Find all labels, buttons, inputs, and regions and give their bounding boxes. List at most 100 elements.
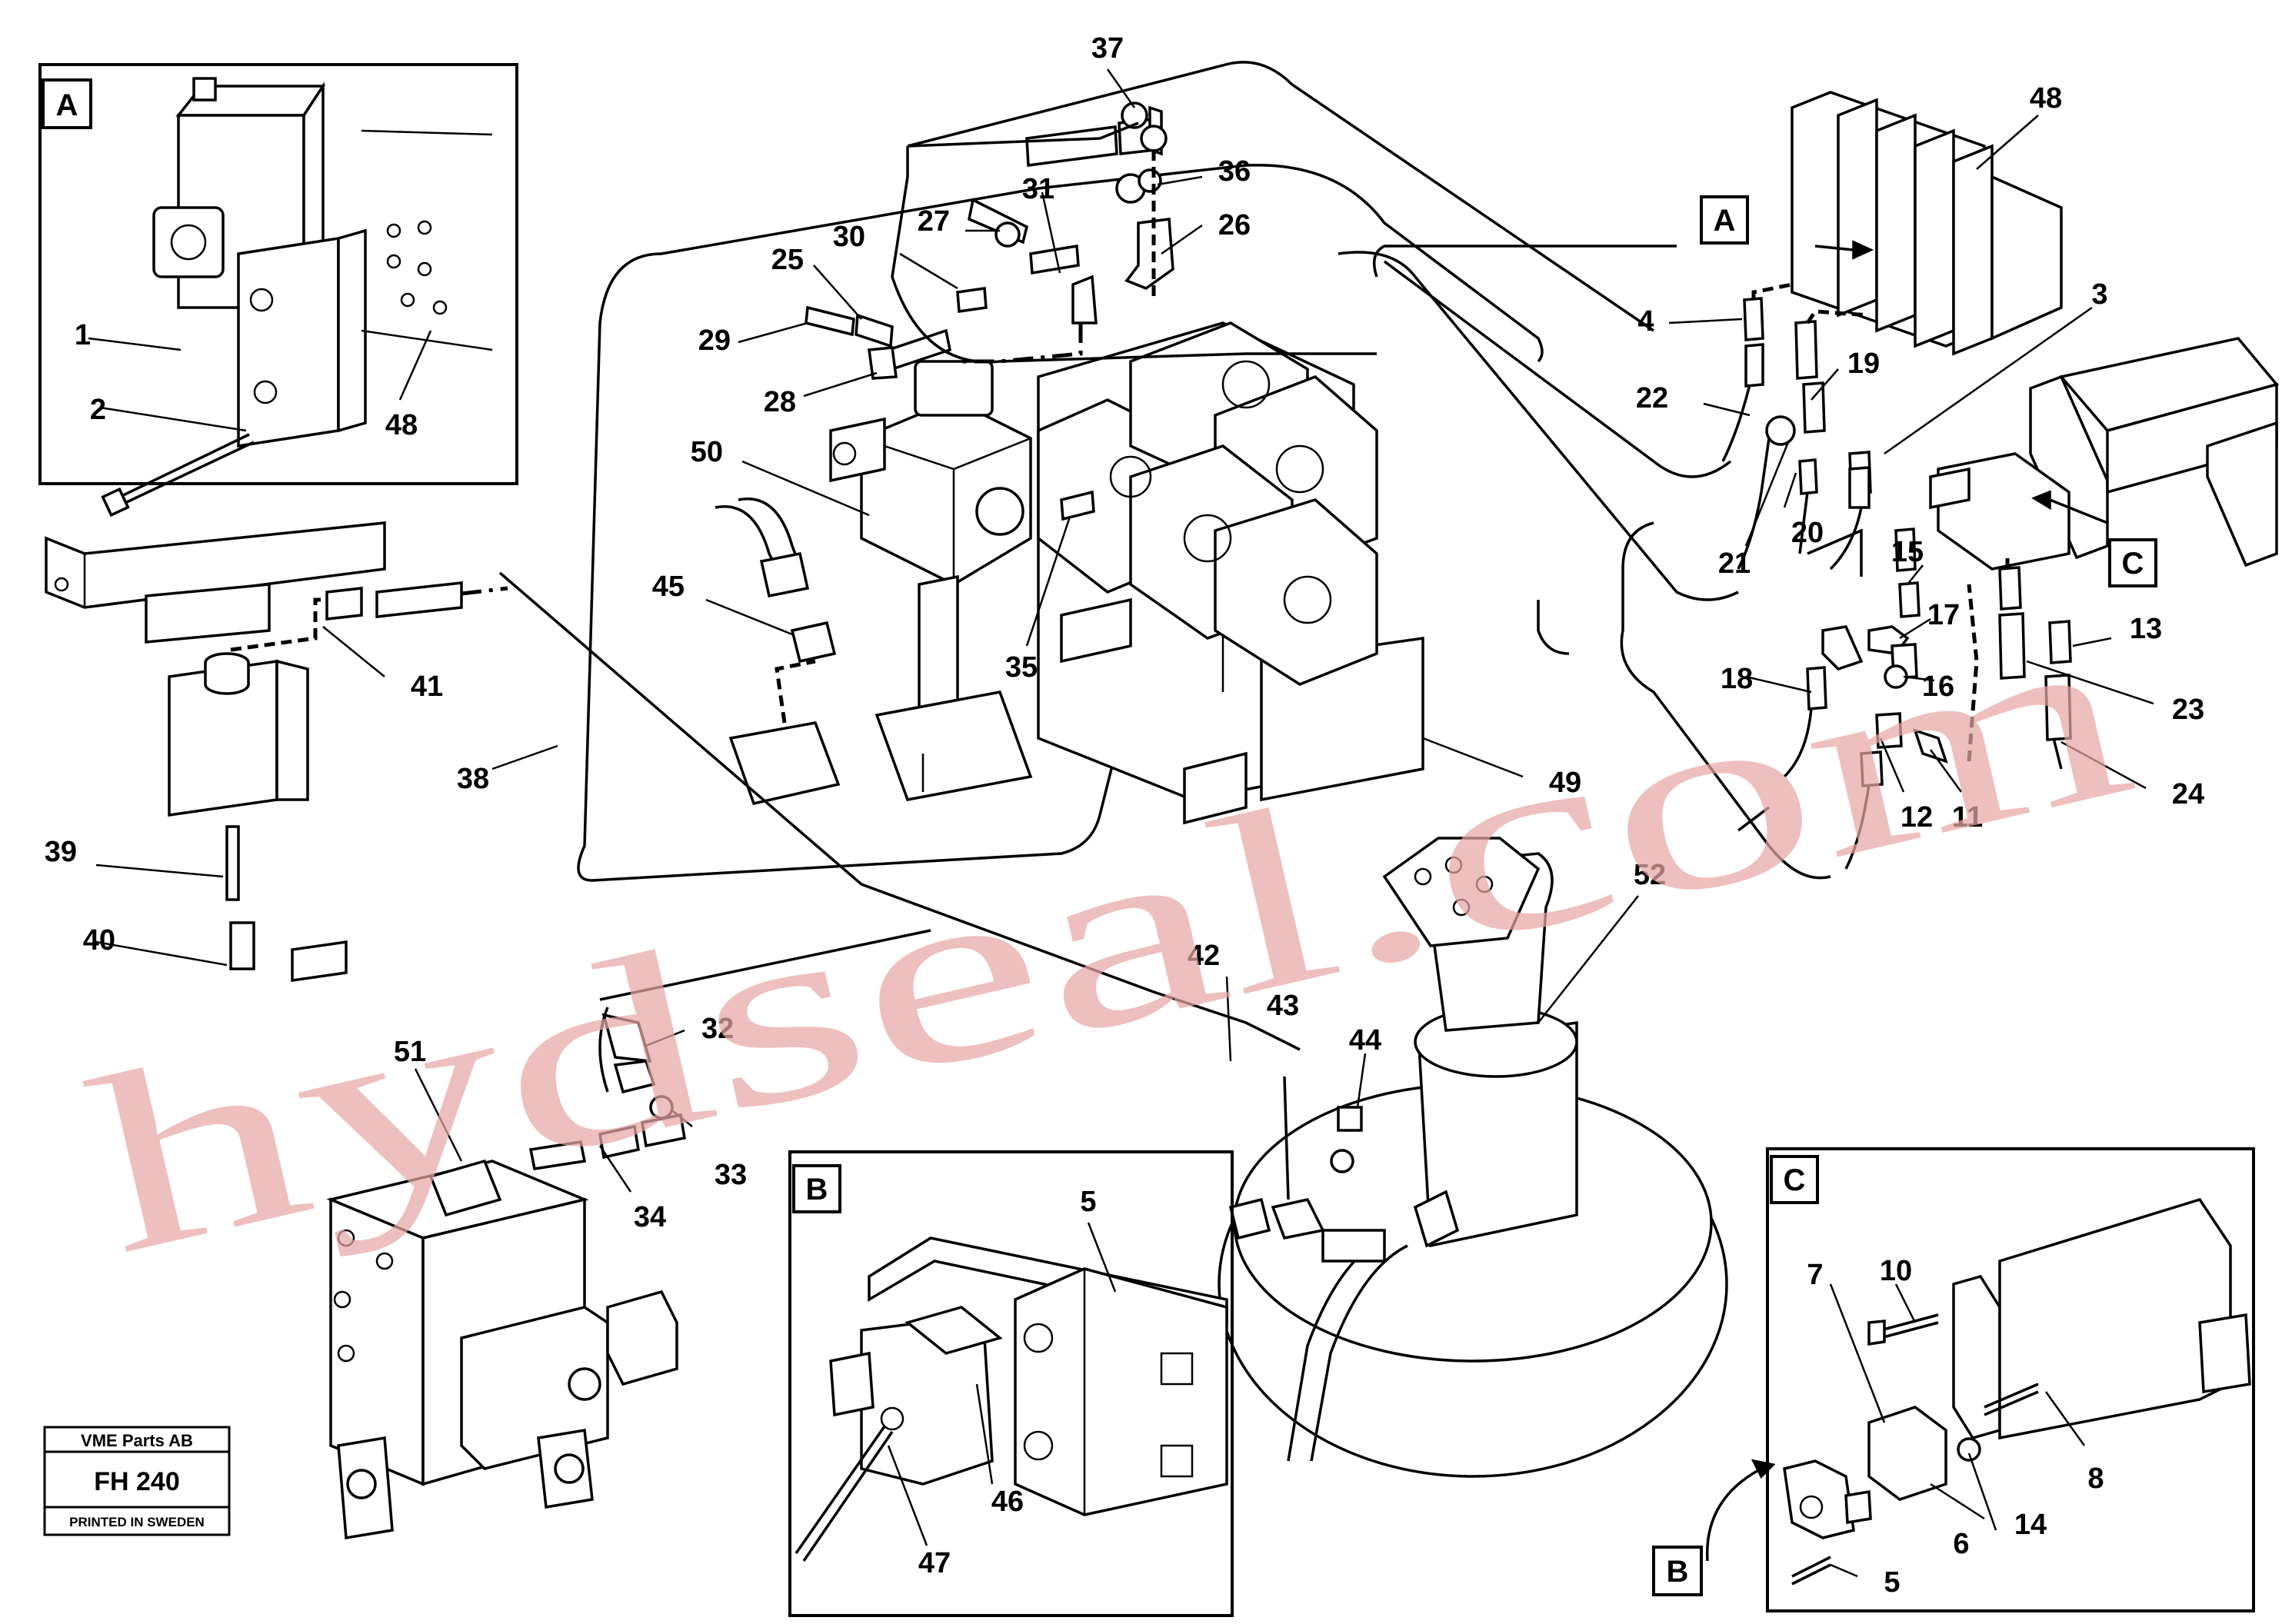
leader-50 (741, 460, 870, 517)
leader-1 (88, 337, 182, 351)
fittings-right-top (1668, 282, 2093, 571)
leader-40 (95, 940, 228, 967)
callout-c-box (2108, 538, 2157, 587)
title-block-company: VME Parts AB (81, 1431, 193, 1450)
label-35: 35 (1005, 651, 1038, 684)
leader-41 (322, 626, 385, 677)
label-5-detail-b: 5 (1080, 1186, 1096, 1218)
label-5-detail-c: 5 (1884, 1566, 1900, 1599)
label-24: 24 (2172, 778, 2204, 810)
label-32: 32 (701, 1013, 734, 1045)
label-20: 20 (1791, 517, 1824, 549)
fittings-cluster (738, 68, 1203, 521)
label-13: 13 (2130, 613, 2162, 645)
label-52: 52 (1634, 859, 1666, 891)
callout-b-box (1652, 1546, 1703, 1596)
callout-c-letter: C (2122, 547, 2144, 581)
label-51: 51 (394, 1036, 426, 1068)
leader-31 (1041, 191, 1061, 274)
label-42: 42 (1188, 940, 1220, 972)
leader-3 (1884, 306, 2093, 455)
callout-a-letter: A (1714, 204, 1736, 238)
leader-24 (2060, 740, 2147, 790)
label-7: 7 (1807, 1259, 1823, 1291)
leader-20 (1783, 472, 1797, 508)
label-11: 11 (1952, 801, 1983, 834)
leader-45 (705, 598, 793, 636)
label-40: 40 (83, 924, 115, 957)
hydraulic-lines (498, 176, 1863, 1051)
label-23: 23 (2172, 694, 2204, 726)
leader-14 (1967, 1453, 1997, 1531)
pilot-valve-50 (705, 360, 1074, 806)
leader-44 (1356, 1053, 1367, 1108)
label-8: 8 (2087, 1463, 2104, 1495)
label-2: 2 (90, 394, 106, 426)
label-12: 12 (1901, 801, 1933, 834)
label-3: 3 (2091, 278, 2107, 311)
leader-8 (2044, 1391, 2086, 1446)
label-22: 22 (1636, 382, 1668, 414)
label-41: 41 (411, 671, 443, 703)
leader-6 (1930, 1483, 1985, 1520)
label-45: 45 (652, 571, 685, 603)
leader-10 (1894, 1283, 1917, 1323)
leader-36 (1157, 175, 1203, 186)
bolt-2 (101, 433, 255, 517)
leader-25 (813, 265, 862, 320)
label-17: 17 (1927, 599, 1960, 631)
label-36: 36 (1218, 155, 1251, 188)
title-block-code: FH 240 (94, 1467, 180, 1496)
label-38: 38 (457, 763, 489, 795)
detail-box-c-letter: C (1784, 1163, 1806, 1197)
label-49: 49 (1549, 767, 1581, 799)
leader-13 (2072, 637, 2112, 647)
leader-48 (1976, 115, 2039, 170)
label-44: 44 (1349, 1024, 1381, 1057)
label-47: 47 (918, 1547, 951, 1579)
title-block: VME Parts AB FH 240 PRINTED IN SWEDEN (43, 1426, 231, 1536)
detail-box-c: C (1705, 1147, 2255, 1612)
label-50: 50 (691, 436, 723, 468)
leader-30 (899, 252, 958, 290)
detail-box-a-letter: A (56, 88, 78, 122)
leader-23 (2026, 660, 2154, 705)
leader-26 (1161, 224, 1203, 255)
leader-21 (1744, 441, 1790, 547)
leader-29 (738, 321, 808, 344)
arrow-c (2049, 498, 2108, 524)
leader-15 (1907, 564, 1924, 585)
leader-2 (99, 406, 247, 432)
valve-bank-48 (1791, 91, 2063, 356)
callout-b-letter: B (1667, 1555, 1689, 1589)
bracket-right (1929, 337, 2280, 571)
leader-16 (1903, 675, 1935, 682)
label-34: 34 (634, 1201, 666, 1233)
label-16: 16 (1922, 671, 1954, 703)
arrow-a (1814, 245, 1854, 251)
leader-46 (975, 1383, 994, 1485)
detail-box-a: A 1 2 48 (38, 63, 518, 517)
leader-18 (1745, 675, 1812, 694)
leader-42 (1225, 976, 1232, 1062)
leader-17 (1899, 617, 1931, 640)
label-19: 19 (1847, 348, 1880, 380)
joystick-52 (1218, 837, 1728, 1478)
mounting-plate-48 (361, 129, 493, 351)
leader-28 (803, 371, 878, 398)
leader-32 (645, 1029, 685, 1047)
label-6: 6 (1953, 1528, 1969, 1560)
label-26: 26 (1218, 209, 1251, 241)
label-48: 48 (2030, 82, 2062, 115)
detail-box-b-letter: B (806, 1173, 828, 1206)
label-37: 37 (1091, 32, 1124, 65)
label-28: 28 (764, 386, 796, 418)
arrow-b (1705, 1467, 1762, 1562)
leader-19 (1811, 368, 1839, 401)
title-block-printed: PRINTED IN SWEDEN (69, 1515, 205, 1529)
label-30: 30 (833, 221, 865, 253)
label-43: 43 (1267, 990, 1299, 1022)
label-18: 18 (1721, 663, 1753, 695)
leader-35 (1025, 507, 1074, 647)
